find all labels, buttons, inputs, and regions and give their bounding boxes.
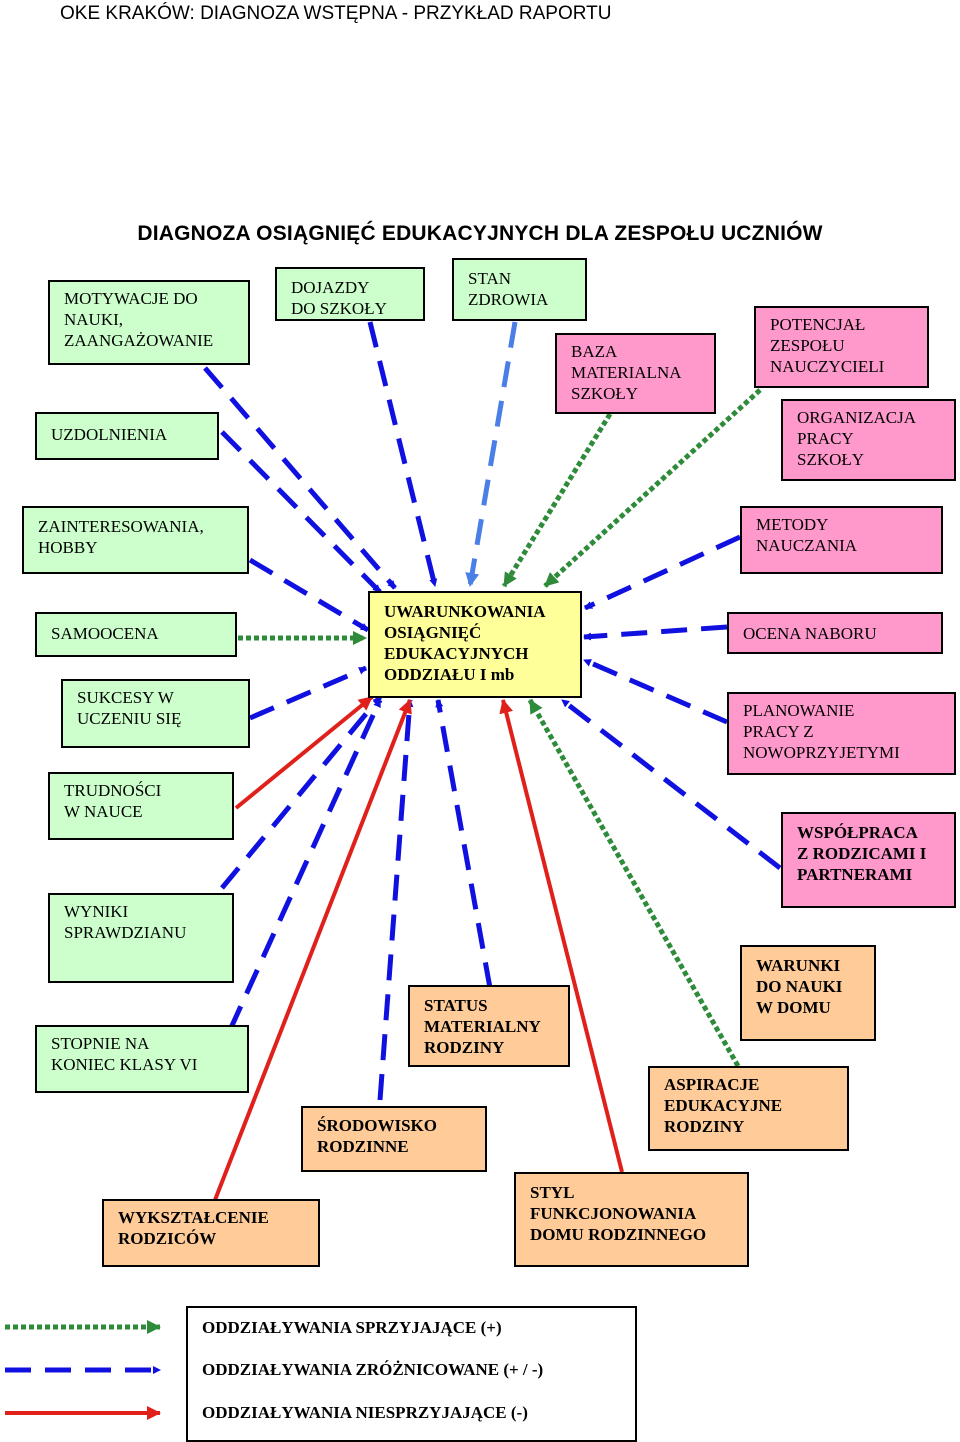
box-planowanie: PLANOWANIE PRACY Z NOWOPRZYJETYMI <box>727 692 956 775</box>
arrow-planowanie <box>583 657 728 725</box>
box-srodowisko: ŚRODOWISKO RODZINNE <box>301 1106 487 1172</box>
box-uzdolnienia: UZDOLNIENIA <box>35 412 219 460</box>
box-motywacje-label: MOTYWACJE DO NAUKI, ZAANGAŻOWANIE <box>64 289 214 350</box>
box-warunki-label: WARUNKI DO NAUKI W DOMU <box>756 956 843 1017</box>
box-aspiracje: ASPIRACJE EDUKACYJNE RODZINY <box>648 1066 849 1151</box>
legend-mixed: ODDZIAŁYWANIA ZRÓŻNICOWANE (+ / -) <box>202 1360 544 1379</box>
box-dojazdy-label: DOJAZDY DO SZKOŁY <box>291 278 387 318</box>
arrow-motywacje <box>203 366 397 590</box>
box-stopnie: STOPNIE NA KONIEC KLASY VI <box>35 1025 249 1093</box>
box-organizacja-label: ORGANIZACJA PRACY SZKOŁY <box>797 408 916 469</box>
arrow-zainteresowania <box>248 557 370 633</box>
arrow-baza <box>501 412 613 588</box>
center-box-label: UWARUNKOWANIA OSIĄGNIĘĆ EDUKACYJNYCH ODD… <box>384 602 546 684</box>
arrow-wspolpraca <box>560 698 782 870</box>
diagram-title: DIAGNOZA OSIĄGNIĘĆ EDUKACYJNYCH DLA ZESP… <box>137 222 823 245</box>
arrow-stopnie <box>234 695 374 810</box>
arrow-wyniki <box>227 698 383 1032</box>
box-wyniki: WYNIKI SPRAWDZIANU <box>48 893 234 983</box>
box-trudnosci: TRUDNOŚCI W NAUCE <box>48 772 234 840</box>
box-zainteresowania-label: ZAINTERESOWANIA, HOBBY <box>38 517 204 557</box>
legend-unfavorable: ODDZIAŁYWANIA NIESPRZYJAJĄCE (-) <box>202 1403 528 1422</box>
box-zainteresowania: ZAINTERESOWANIA, HOBBY <box>22 506 249 574</box>
report-header: OKE KRAKÓW: DIAGNOZA WSTĘPNA - PRZYKŁAD … <box>60 3 612 24</box>
box-samoocena-label: SAMOOCENA <box>51 624 159 643</box>
box-metody-label: METODY NAUCZANIA <box>756 515 858 555</box>
box-trudnosci-label: TRUDNOŚCI W NAUCE <box>64 781 162 821</box>
box-wyniki-label: WYNIKI SPRAWDZIANU <box>64 902 187 942</box>
box-srodowisko-label: ŚRODOWISKO RODZINNE <box>317 1116 437 1156</box>
arrow-srodowisko <box>377 699 414 1101</box>
arrow-wyksztalcenie <box>213 699 412 1201</box>
box-aspiracje-label: ASPIRACJE EDUKACYJNE RODZINY <box>664 1075 783 1136</box>
box-styl-label: STYL FUNKCJONOWANIA DOMU RODZINNEGO <box>530 1183 707 1244</box>
box-stopnie-label: STOPNIE NA KONIEC KLASY VI <box>51 1034 198 1074</box>
box-baza-label: BAZA MATERIALNA SZKOŁY <box>571 342 682 403</box>
box-samoocena: SAMOOCENA <box>35 612 237 657</box>
box-status-label: STATUS MATERIALNY RODZINY <box>424 996 541 1057</box>
arrow-potencjal <box>543 388 762 588</box>
arrow-stan-zdrowia <box>465 321 518 587</box>
box-status: STATUS MATERIALNY RODZINY <box>408 985 570 1067</box>
box-warunki: WARUNKI DO NAUKI W DOMU <box>740 945 876 1041</box>
box-stan-zdrowia: STAN ZDROWIA <box>452 258 587 321</box>
box-organizacja: ORGANIZACJA PRACY SZKOŁY <box>781 399 956 481</box>
box-stan-zdrowia-label: STAN ZDROWIA <box>468 269 549 309</box>
box-potencjal-label: POTENCJAŁ ZESPOŁU NAUCZYCIELI <box>770 315 885 376</box>
arrow-warunki <box>527 698 741 1068</box>
arrow-ocena-naboru <box>583 624 728 641</box>
arrow-status <box>435 699 493 989</box>
arrow-trudnosci <box>220 695 382 890</box>
box-motywacje: MOTYWACJE DO NAUKI, ZAANGAŻOWANIE <box>48 280 250 365</box>
box-wyksztalcenie-label: WYKSZTAŁCENIE RODZICÓW <box>118 1208 269 1248</box>
box-styl: STYL FUNKCJONOWANIA DOMU RODZINNEGO <box>514 1172 749 1267</box>
box-ocena-naboru-label: OCENA NABORU <box>743 624 877 643</box>
box-wspolpraca-label: WSPÓŁPRACA Z RODZICAMI I PARTNERAMI <box>797 823 927 884</box>
legend-box: ODDZIAŁYWANIA SPRZYJAJĄCE (+) ODDZIAŁYWA… <box>186 1306 637 1442</box>
arrow-dojazdy <box>367 321 438 587</box>
box-dojazdy: DOJAZDY DO SZKOŁY <box>275 267 425 321</box>
box-wspolpraca: WSPÓŁPRACA Z RODZICAMI I PARTNERAMI <box>781 812 956 908</box>
box-ocena-naboru: OCENA NABORU <box>727 612 943 654</box>
legend-favorable: ODDZIAŁYWANIA SPRZYJAJĄCE (+) <box>202 1318 502 1337</box>
arrow-styl <box>499 699 624 1173</box>
box-sukcesy: SUKCESY W UCZENIU SIĘ <box>61 679 250 748</box>
box-uzdolnienia-label: UZDOLNIENIA <box>51 425 168 444</box>
box-wyksztalcenie: WYKSZTAŁCENIE RODZICÓW <box>102 1199 320 1267</box>
box-planowanie-label: PLANOWANIE PRACY Z NOWOPRZYJETYMI <box>743 701 900 762</box>
box-sukcesy-label: SUKCESY W UCZENIU SIĘ <box>77 688 182 728</box>
center-box: UWARUNKOWANIA OSIĄGNIĘĆ EDUKACYJNYCH ODD… <box>368 591 582 698</box>
arrow-sukcesy <box>249 665 367 721</box>
arrow-metody <box>583 534 742 611</box>
box-metody: METODY NAUCZANIA <box>740 506 943 574</box>
box-potencjal: POTENCJAŁ ZESPOŁU NAUCZYCIELI <box>754 306 929 388</box>
box-baza: BAZA MATERIALNA SZKOŁY <box>555 333 716 414</box>
